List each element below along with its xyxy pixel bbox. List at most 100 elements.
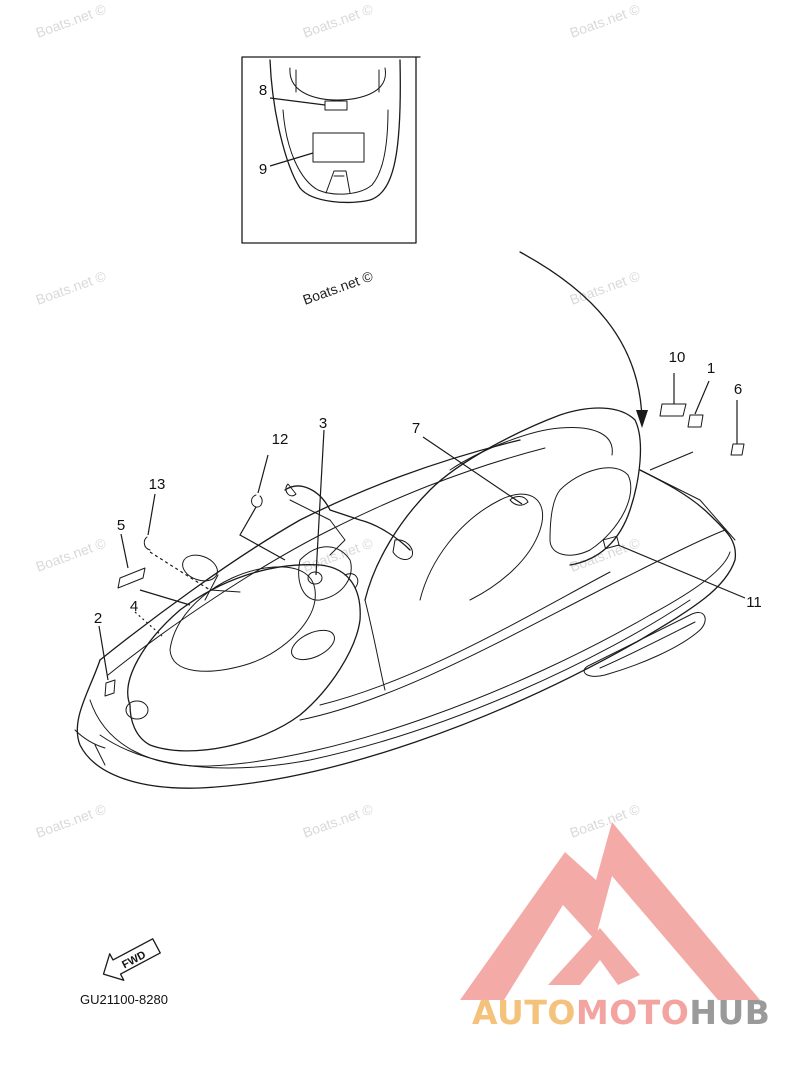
leader-5b	[139, 589, 191, 606]
mirror-left	[182, 554, 218, 582]
deck-left-edge	[99, 439, 521, 661]
seat-outline	[364, 407, 642, 601]
leader-2	[98, 625, 109, 681]
deck-left-inner	[107, 447, 546, 676]
leader-12	[257, 454, 269, 494]
console-knob	[344, 573, 359, 589]
logo-triangle-icon	[460, 822, 760, 1000]
decal-2	[104, 679, 116, 697]
callout-13: 13	[149, 476, 166, 493]
watermarks: Boats.net © Boats.net © Boats.net © Boat…	[34, 0, 643, 840]
credit-label: Boats.net ©	[301, 267, 376, 307]
callout-labels: 1 2 3 4 5 6 7 8 9 10 11 12 13	[94, 82, 762, 627]
rear-deck	[639, 469, 736, 541]
inset-hull-outline	[269, 59, 401, 204]
leader-1	[694, 380, 710, 415]
steering-console	[298, 546, 352, 601]
mirror-stem	[204, 574, 241, 601]
inset-view	[241, 56, 421, 244]
decal-parts	[104, 403, 745, 697]
inset-inner-deck	[282, 109, 389, 195]
automotohub-logo-mark	[460, 822, 760, 1000]
deck-right-edge	[299, 529, 726, 721]
leader-13b	[149, 551, 211, 591]
handlebar-grip-left	[285, 483, 297, 497]
inset-decal-9	[312, 132, 365, 163]
view-arrow	[519, 251, 643, 421]
view-arrow-head	[636, 410, 648, 428]
leader-3	[315, 429, 325, 576]
leader-9	[269, 152, 314, 167]
watermark: Boats.net ©	[34, 534, 109, 574]
sponson-line	[599, 621, 696, 669]
inset-handle-sides	[295, 69, 380, 93]
leader-12b	[239, 506, 286, 561]
handlebar-lower	[289, 499, 346, 556]
jet-ski-illustration	[74, 407, 737, 789]
callout-1: 1	[707, 360, 715, 377]
seat-top-line	[449, 426, 613, 471]
bow-light	[125, 700, 149, 720]
callout-11: 11	[746, 594, 762, 611]
decal-7	[509, 496, 529, 506]
leader-7	[422, 436, 523, 505]
footwell-line	[364, 599, 386, 691]
svg-text:AUTOMOTOHUB: AUTOMOTOHUB	[472, 993, 770, 1032]
fwd-arrow: FWD	[102, 938, 161, 981]
callout-3: 3	[319, 415, 327, 432]
logo-inner-icon	[548, 928, 640, 985]
decal-6	[730, 443, 745, 456]
watermark: Boats.net ©	[301, 534, 376, 574]
handlebar-grip	[392, 539, 414, 560]
callout-7: 7	[412, 420, 420, 437]
hood-panel	[169, 566, 316, 672]
deck-right-inner	[319, 571, 611, 706]
decal-10	[659, 403, 687, 417]
decal-3	[307, 571, 323, 585]
callout-2: 2	[94, 610, 102, 627]
leader-13	[147, 493, 156, 536]
watermark: Boats.net ©	[34, 267, 109, 307]
logo-text-hub: HUB	[689, 993, 770, 1032]
watermark: Boats.net ©	[301, 800, 376, 840]
seat-rear-panel	[549, 467, 632, 556]
hull-lower-line	[99, 599, 691, 769]
decal-1	[687, 414, 704, 428]
watermark: Boats.net ©	[568, 0, 643, 40]
automotohub-logo-text: AUTOMOTOHUB	[472, 993, 770, 1032]
logo-text-auto: AUTO	[472, 993, 576, 1032]
callout-9: 9	[259, 161, 267, 178]
watermark: Boats.net ©	[568, 800, 643, 840]
watermark: Boats.net ©	[301, 0, 376, 40]
inset-frame	[241, 56, 421, 244]
leader-8	[269, 97, 326, 106]
seat-front-cushion	[419, 493, 544, 601]
callout-6: 6	[734, 381, 742, 398]
leader-4	[134, 611, 163, 637]
inset-handle	[289, 67, 386, 101]
hull-bow-tip	[74, 729, 106, 766]
side-sponson	[583, 612, 706, 677]
front-hood	[127, 564, 361, 752]
leader-11	[617, 544, 746, 599]
leader-rear-deck	[649, 451, 694, 471]
fwd-arrow-shape	[102, 938, 161, 981]
watermark: Boats.net ©	[34, 0, 109, 40]
callout-4: 4	[130, 598, 138, 615]
decal-11	[602, 535, 620, 550]
callout-5: 5	[117, 517, 125, 534]
watermark: Boats.net ©	[568, 267, 643, 307]
leader-lines	[98, 373, 746, 681]
callout-12: 12	[272, 431, 289, 448]
decal-12	[251, 494, 263, 508]
hull-rub-rail	[89, 551, 731, 767]
callout-10: 10	[669, 349, 686, 366]
hull-outline	[76, 469, 737, 789]
inset-stern-fitting	[325, 170, 351, 194]
part-number-code: GU21100-8280	[80, 992, 168, 1007]
callout-8: 8	[259, 82, 267, 99]
leader-5	[120, 533, 129, 569]
logo-text-moto: MOTO	[576, 993, 689, 1032]
fwd-label: FWD	[120, 949, 148, 971]
